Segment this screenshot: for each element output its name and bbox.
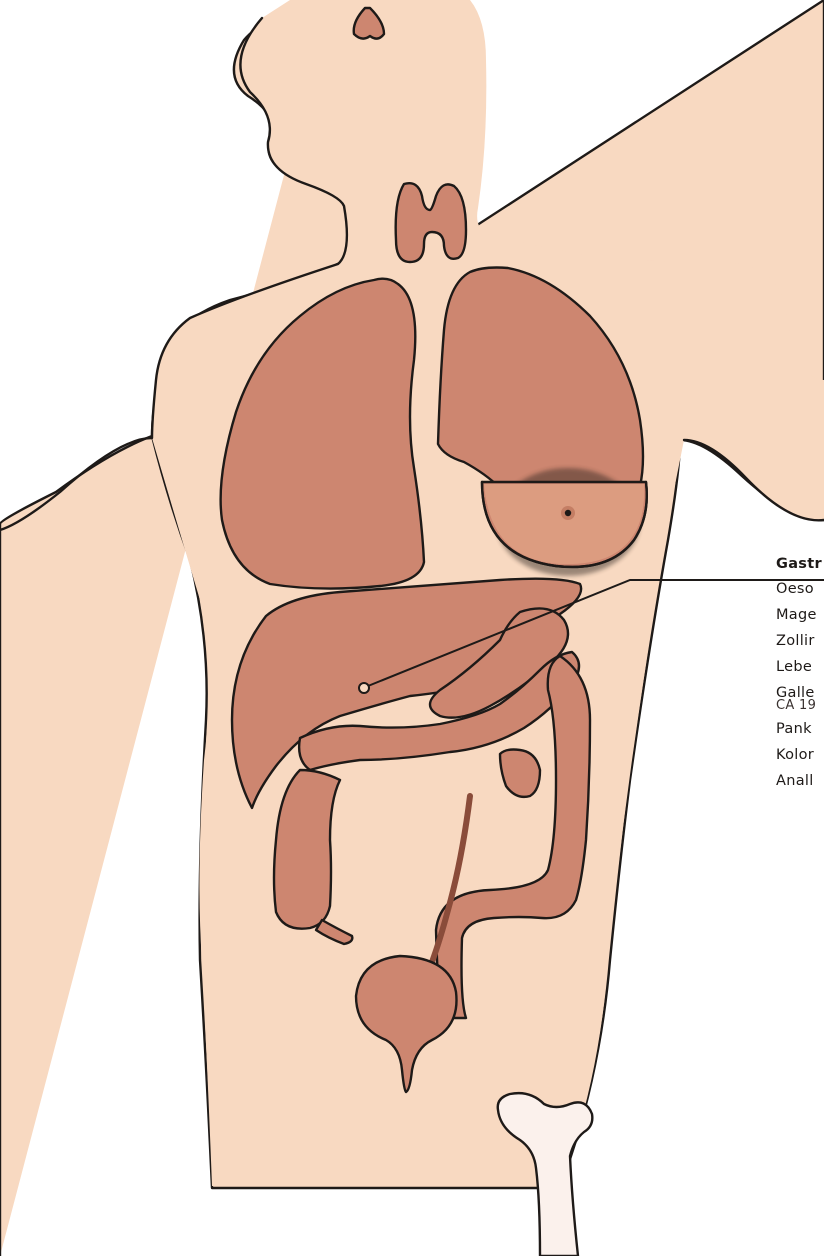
callout-label-list: Gastr Oeso Mage Zollir Lebe Galle CA 19 … (776, 552, 824, 794)
callout-item: Zollir (776, 628, 824, 654)
callout-item: Mage (776, 602, 824, 628)
callout-pointer-dot (359, 683, 369, 693)
callout-item: Oeso (776, 576, 824, 602)
callout-item-sub: CA 19 (776, 698, 824, 714)
callout-heading: Gastr (776, 552, 824, 576)
callout-item: Kolor (776, 742, 824, 768)
callout-item: Lebe (776, 654, 824, 680)
callout-item: Pank (776, 716, 824, 742)
callout-item: Anall (776, 768, 824, 794)
